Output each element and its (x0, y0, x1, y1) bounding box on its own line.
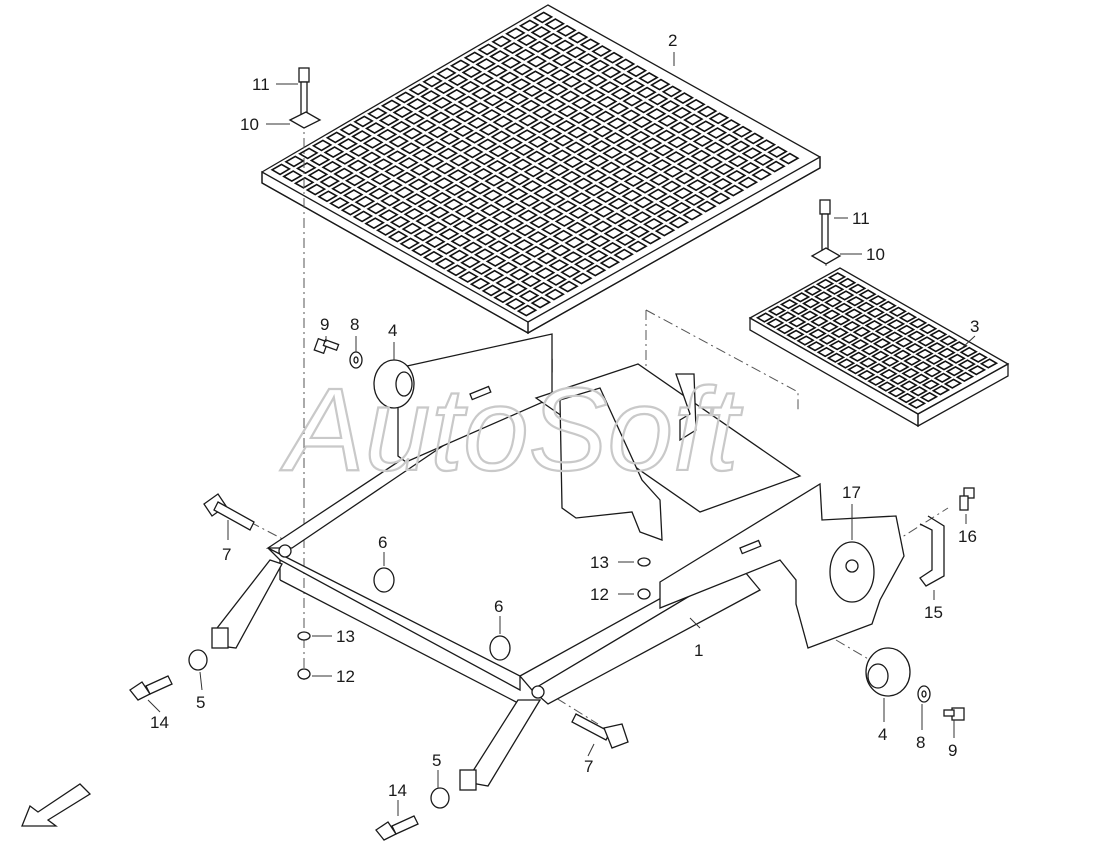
callout-7: 7 (222, 545, 231, 564)
nut-12-left (297, 668, 311, 680)
callout-6: 6 (378, 533, 387, 552)
callout-4: 4 (388, 321, 397, 340)
callout-7: 7 (584, 757, 593, 776)
callout-9: 9 (948, 741, 957, 760)
callout-1: 1 (694, 641, 703, 660)
bushing-6-left (373, 567, 395, 593)
large-grating-mesh (270, 11, 800, 317)
callout-12: 12 (590, 585, 609, 604)
screw-9-top (313, 337, 340, 355)
washer-13-center (637, 557, 651, 567)
clip-10-left (288, 111, 322, 129)
bushing-6-right (489, 635, 511, 661)
callout-10: 10 (866, 245, 885, 264)
callout-4: 4 (878, 725, 887, 744)
callout-11: 11 (252, 75, 270, 94)
handle-15 (919, 515, 945, 587)
callout-14: 14 (388, 781, 407, 800)
nut-12-center (637, 588, 651, 600)
small-grating-panel (748, 267, 1010, 428)
washer-13-left (297, 631, 311, 641)
bolt-11-left (298, 67, 310, 119)
callout-16: 16 (958, 527, 977, 546)
bolt-11-right (819, 199, 831, 251)
callout-5: 5 (432, 751, 441, 770)
callout-10: 10 (240, 115, 259, 134)
screw-9-bottom (943, 707, 965, 721)
callout-8: 8 (350, 315, 359, 334)
leader-lines (147, 52, 976, 816)
callout-6: 6 (494, 597, 503, 616)
washer-8-bottom (917, 685, 931, 703)
callout-9: 9 (320, 315, 329, 334)
callout-5: 5 (196, 693, 205, 712)
callout-13: 13 (590, 553, 609, 572)
mount-4-bottom (865, 647, 911, 697)
callout-14: 14 (150, 713, 169, 732)
callout-labels: 2 11 10 11 10 3 9 8 4 17 16 7 6 13 12 15… (150, 31, 979, 800)
callout-15: 15 (924, 603, 943, 622)
callout-2: 2 (668, 31, 677, 50)
large-grating-panel (261, 4, 821, 335)
washer-8-top (349, 351, 363, 369)
callout-12: 12 (336, 667, 355, 686)
spacer-5-right (430, 787, 450, 809)
callout-11: 11 (852, 209, 870, 228)
bolt-7-right (571, 713, 629, 749)
mount-4-top (373, 359, 415, 409)
watermark: AutoSoft (280, 364, 743, 496)
spacer-5-left (188, 649, 208, 671)
callout-13: 13 (336, 627, 355, 646)
screw-16 (959, 487, 975, 511)
callout-17: 17 (842, 483, 861, 502)
direction-arrow-icon (21, 783, 92, 827)
bolt-14-left (129, 675, 173, 701)
support-frame (211, 333, 905, 791)
small-grating-mesh (755, 272, 999, 409)
callout-8: 8 (916, 733, 925, 752)
bolt-7-left (203, 493, 255, 531)
bolt-14-right (375, 815, 419, 841)
callout-3: 3 (970, 317, 979, 336)
clip-10-right (810, 247, 842, 265)
